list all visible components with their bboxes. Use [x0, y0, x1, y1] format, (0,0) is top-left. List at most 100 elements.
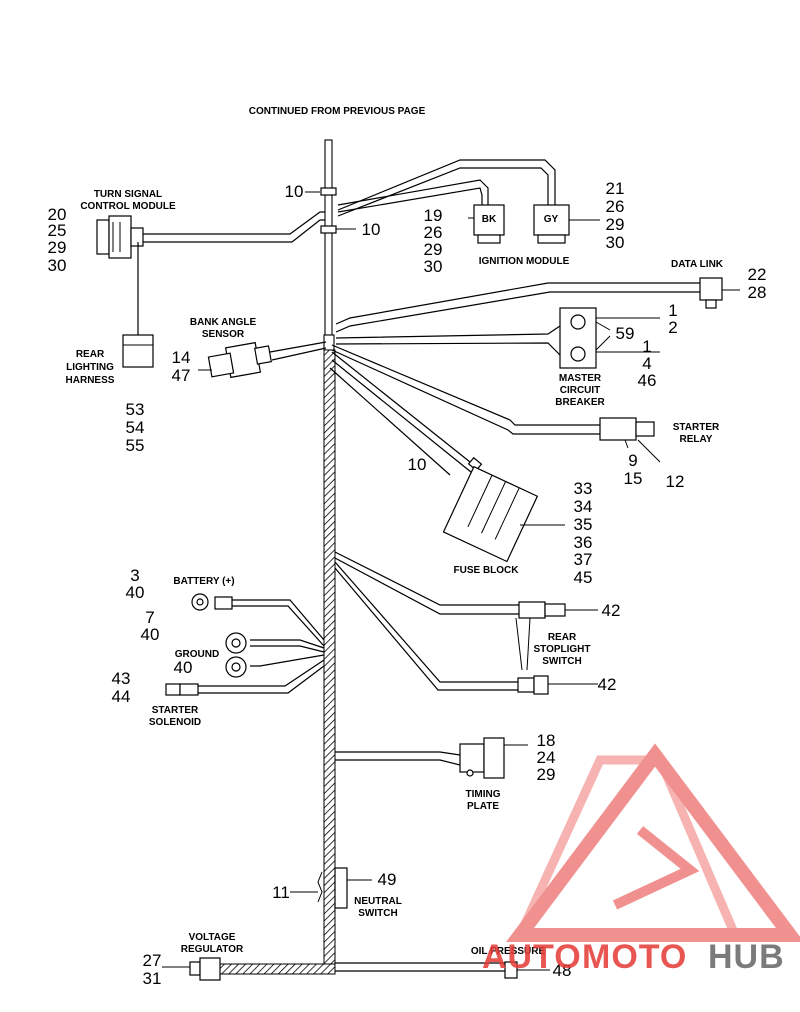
rear-lighting-label-3: HARNESS: [66, 375, 115, 386]
bank-angle-ref-1: 14: [172, 348, 191, 367]
fuse-ref-1: 33: [574, 479, 593, 498]
neutral-label-1: NEUTRAL: [354, 896, 402, 907]
neutral-label-2: SWITCH: [358, 908, 397, 919]
ignition-bk-ref-4: 30: [424, 257, 443, 276]
fuse-ref-5: 37: [574, 550, 593, 569]
trunk-clamp-top: [305, 187, 337, 196]
ignition-bk-ref-3: 29: [424, 240, 443, 259]
turn-signal-ref-2: 25: [48, 221, 67, 240]
fuse-ref-6: 45: [574, 568, 593, 587]
turn-signal-label-2: CONTROL MODULE: [80, 201, 176, 212]
timing-ref-3: 29: [537, 765, 556, 784]
fuse-block-label: FUSE BLOCK: [454, 565, 520, 576]
voltage-regulator: [189, 957, 221, 981]
turn-signal-label-1: TURN SIGNAL: [94, 189, 162, 200]
ignition-gy-ref-1: 21: [606, 179, 625, 198]
solenoid-label-1: STARTER: [152, 705, 199, 716]
starter-relay-label-1: STARTER: [673, 422, 720, 433]
breaker-label-2: CIRCUIT: [560, 385, 601, 396]
timing-plate-branch: [335, 737, 505, 779]
timing-label-1: TIMING: [466, 789, 501, 800]
clamp-ref-top: 10: [285, 182, 304, 201]
starter-relay-label-2: RELAY: [680, 434, 713, 445]
starter-relay-ref-3: 12: [666, 472, 685, 491]
watermark-moto: MOTO: [582, 938, 687, 976]
starter-relay-ref-2: 15: [624, 469, 643, 488]
stoplight-ref-top: 42: [602, 601, 621, 620]
turn-signal-branch: [96, 211, 325, 368]
solenoid-ref-2: 44: [112, 687, 131, 706]
timing-ref-2: 24: [537, 748, 556, 767]
rear-lighting-ref-1: 53: [126, 400, 145, 419]
stoplight-label-3: SWITCH: [542, 656, 581, 667]
ignition-module-label: IGNITION MODULE: [479, 256, 570, 267]
oil-pressure-ref: 48: [553, 961, 572, 980]
rear-lighting-ref-2: 54: [126, 418, 145, 437]
neutral-ref-right: 49: [378, 870, 397, 889]
breaker-ref-bottom-1: 1: [642, 337, 651, 356]
data-link-branch: [335, 277, 740, 333]
lower-left-branch: [165, 593, 325, 696]
oil-pressure-branch: [335, 961, 550, 979]
turn-signal-ref-4: 30: [48, 256, 67, 275]
breaker-ref-top-1: 1: [668, 301, 677, 320]
trunk-clamp-upper: [320, 225, 356, 234]
ignition-gy-ref-4: 30: [606, 233, 625, 252]
regulator-label-1: VOLTAGE: [189, 932, 236, 943]
data-link-ref-1: 22: [748, 265, 767, 284]
ground-ref-2: 40: [141, 625, 160, 644]
ignition-gy-ref-3: 29: [606, 215, 625, 234]
ignition-gy-label: GY: [544, 214, 559, 225]
continued-label: CONTINUED FROM PREVIOUS PAGE: [249, 106, 426, 117]
fuse-ref-2: 34: [574, 497, 593, 516]
breaker-ref-mid: 59: [616, 324, 635, 343]
breaker-ref-bottom-2: 4: [642, 354, 651, 373]
clamp-ref-fuse: 10: [408, 455, 427, 474]
ignition-bk-ref-1: 19: [424, 206, 443, 225]
watermark-auto: AUTO: [482, 938, 582, 976]
solenoid-ref-1: 43: [112, 669, 131, 688]
rear-lighting-label-1: REAR: [76, 349, 105, 360]
battery-ref-2: 40: [126, 583, 145, 602]
bank-angle-branch: [198, 341, 327, 379]
neutral-switch: [317, 867, 348, 909]
breaker-label-3: BREAKER: [555, 397, 605, 408]
stoplight-ref-bottom: 42: [598, 675, 617, 694]
ground-label: GROUND: [175, 649, 219, 660]
fuse-ref-3: 35: [574, 515, 593, 534]
data-link-ref-2: 28: [748, 283, 767, 302]
bank-angle-label-1: BANK ANGLE: [190, 317, 257, 328]
timing-ref-1: 18: [537, 731, 556, 750]
ground-ref-3: 40: [174, 658, 193, 677]
starter-relay-ref-1: 9: [628, 451, 637, 470]
timing-label-2: PLATE: [467, 801, 499, 812]
fuse-block-branch: [329, 351, 565, 563]
neutral-ref-left: 11: [272, 883, 290, 902]
stoplight-branch: [334, 551, 566, 695]
breaker-ref-top-2: 2: [668, 318, 677, 337]
ignition-bk-label: BK: [482, 214, 497, 225]
stoplight-label-1: REAR: [548, 632, 577, 643]
turn-signal-ref-3: 29: [48, 238, 67, 257]
regulator-ref-2: 31: [143, 969, 162, 988]
regulator-ref-1: 27: [143, 951, 162, 970]
watermark-logo: [506, 743, 800, 942]
ignition-bk-ref-2: 26: [424, 223, 443, 242]
bank-angle-label-2: SENSOR: [202, 329, 245, 340]
turn-signal-ref-1: 20: [48, 205, 67, 224]
watermark-hub: HUB: [708, 938, 785, 976]
bank-angle-ref-2: 47: [172, 366, 191, 385]
ignition-gy-ref-2: 26: [606, 197, 625, 216]
circuit-breaker-branch: [335, 307, 660, 369]
ground-ref-1: 7: [145, 608, 154, 627]
oil-pressure-label: OIL PRESSURE: [471, 946, 546, 957]
stoplight-label-2: STOPLIGHT: [533, 644, 590, 655]
breaker-ref-bottom-3: 46: [638, 371, 657, 390]
starter-relay-branch: [331, 344, 661, 463]
rear-lighting-label-2: LIGHTING: [66, 362, 114, 373]
battery-label: BATTERY (+): [173, 576, 234, 587]
ignition-branch: [337, 159, 600, 244]
breaker-label-1: MASTER: [559, 373, 602, 384]
